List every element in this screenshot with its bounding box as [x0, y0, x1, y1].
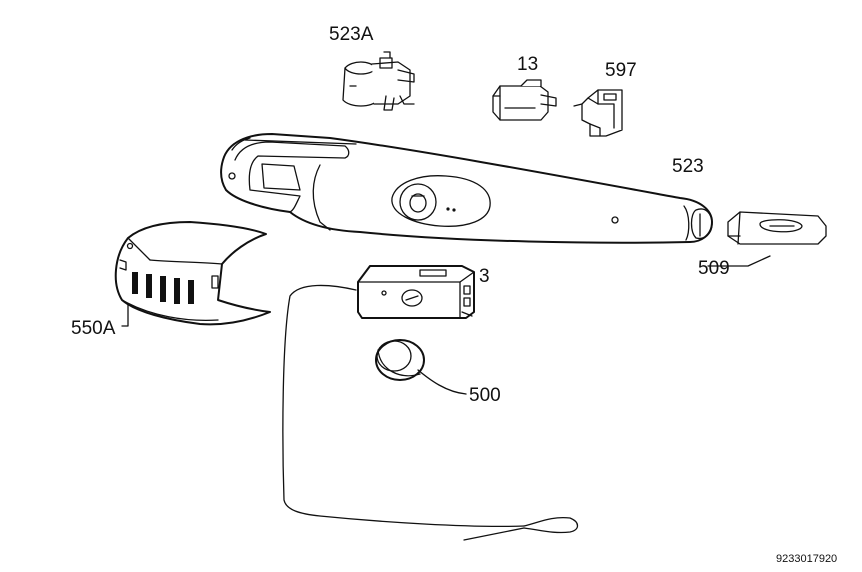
leader-lines [121, 255, 771, 395]
part-550A-shade [114, 221, 271, 326]
label-523A: 523A [329, 24, 374, 45]
capillary-tube [282, 284, 579, 541]
part-597-bracket [573, 89, 623, 137]
label-13: 13 [517, 54, 538, 75]
label-523: 523 [672, 156, 704, 177]
part-523A-lamp-holder [342, 51, 415, 111]
drawing-code: 9233017920 [776, 553, 837, 565]
part-13-switch [492, 79, 557, 121]
label-509: 509 [698, 258, 730, 279]
part-523-lamp-housing [220, 133, 713, 244]
label-500: 500 [469, 385, 501, 406]
label-3: 3 [479, 266, 490, 287]
label-597: 597 [605, 60, 637, 81]
part-500-knob [375, 339, 425, 381]
part-3-thermostat [357, 265, 475, 319]
label-550A: 550A [71, 318, 116, 339]
part-509-cover [727, 211, 827, 245]
